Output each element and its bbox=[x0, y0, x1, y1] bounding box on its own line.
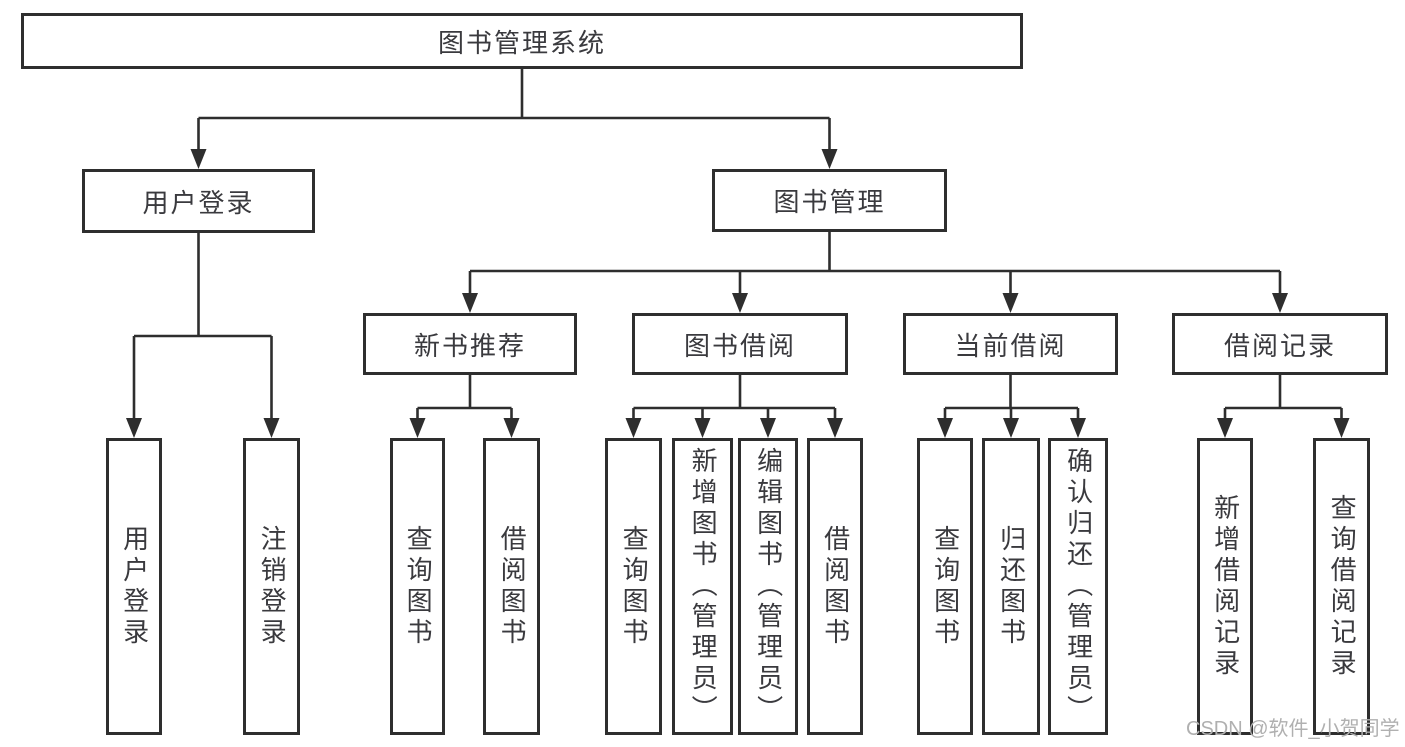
leaf-cb-query-book: 查询图书 bbox=[917, 438, 973, 735]
leaf-br-query-record: 查询借阅记录 bbox=[1313, 438, 1370, 735]
leaf-bb-borrow-book: 借阅图书 bbox=[807, 438, 863, 735]
node-library-management-system: 图书管理系统 bbox=[21, 13, 1023, 69]
node-borrow-record: 借阅记录 bbox=[1172, 313, 1388, 375]
leaf-br-add-record: 新增借阅记录 bbox=[1197, 438, 1253, 735]
leaf-bb-query-book: 查询图书 bbox=[605, 438, 662, 735]
arrowheads bbox=[126, 149, 1350, 438]
node-user-login: 用户登录 bbox=[82, 169, 315, 233]
node-new-book-recommend: 新书推荐 bbox=[363, 313, 577, 375]
node-book-borrow: 图书借阅 bbox=[632, 313, 848, 375]
node-current-borrow: 当前借阅 bbox=[903, 313, 1118, 375]
node-book-management: 图书管理 bbox=[712, 169, 947, 232]
leaf-bb-edit-book-admin: 编辑图书（管理员） bbox=[738, 438, 798, 735]
leaf-logout: 注销登录 bbox=[243, 438, 300, 735]
leaf-nbr-borrow-book: 借阅图书 bbox=[483, 438, 540, 735]
leaf-cb-return-book: 归还图书 bbox=[982, 438, 1040, 735]
csdn-watermark: CSDN @软件_小贺同学 bbox=[1186, 718, 1400, 740]
leaf-bb-add-book-admin: 新增图书（管理员） bbox=[672, 438, 733, 735]
leaf-user-login: 用户登录 bbox=[106, 438, 162, 735]
leaf-cb-confirm-return-admin: 确认归还（管理员） bbox=[1048, 438, 1108, 735]
leaf-nbr-query-book: 查询图书 bbox=[390, 438, 445, 735]
